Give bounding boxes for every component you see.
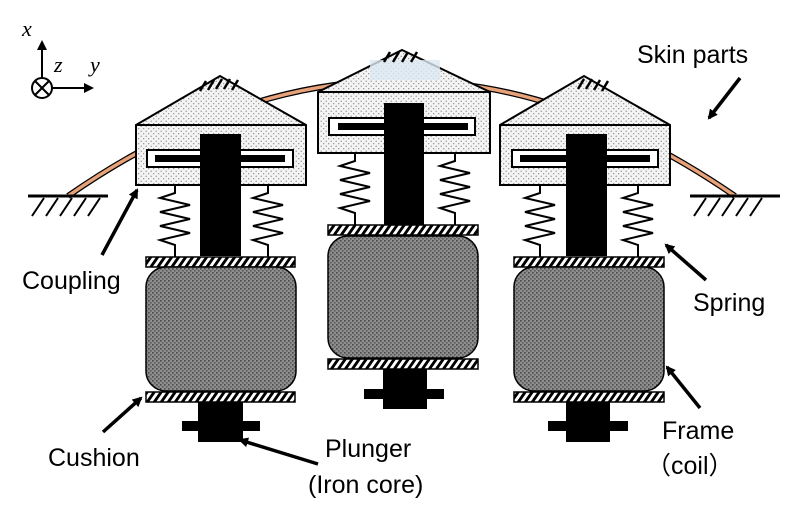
skin-parts-arrow <box>707 76 742 120</box>
skin-contact-marks-left <box>198 78 240 92</box>
frame-sub-label: （coil） <box>646 452 734 480</box>
skin-contact-marks-right <box>576 78 610 92</box>
x-axis-label: x <box>21 16 32 41</box>
frame-coil-center <box>327 235 479 359</box>
coupling-arrow <box>100 188 139 256</box>
spring-right-a <box>521 185 556 257</box>
actuator-left <box>135 74 307 442</box>
cushion-right-top <box>513 256 665 268</box>
y-axis-label: y <box>88 52 100 77</box>
skin-contact-marks-center <box>382 51 419 63</box>
leader-arrows <box>100 76 742 466</box>
spring-right-b <box>619 185 654 257</box>
skin-parts-label: Skin parts <box>637 41 748 69</box>
plunger-arrow <box>238 437 319 466</box>
spring-left-b <box>249 185 284 257</box>
frame-coil-right <box>513 266 665 392</box>
cushion-left-top <box>145 256 296 268</box>
coordinate-axes: x z y <box>21 16 100 99</box>
plunger-stopper-center <box>364 389 444 399</box>
plunger-label: Plunger <box>325 435 411 463</box>
cushion-left-bottom <box>145 391 296 403</box>
ground-left-icon <box>28 194 108 217</box>
spring-left-a <box>156 185 191 257</box>
ground-right-icon <box>690 194 780 217</box>
actuator-right <box>499 74 671 442</box>
plunger-shaft-left <box>200 134 241 256</box>
plunger-stopper-left <box>182 421 260 431</box>
coupling-label: Coupling <box>22 267 121 295</box>
plunger-shaft-right <box>566 134 607 256</box>
frame-coil-left <box>145 266 297 392</box>
cushion-center-top <box>327 224 479 236</box>
spring-arrow <box>664 243 708 282</box>
spring-label: Spring <box>693 289 765 317</box>
plunger-stopper-right <box>548 421 628 431</box>
z-axis-label: z <box>53 52 63 77</box>
frame-arrow <box>665 365 702 410</box>
cushion-arrow <box>101 396 143 434</box>
actuator-center <box>317 48 491 409</box>
spring-center-b <box>436 153 471 225</box>
frame-label: Frame <box>662 417 734 445</box>
cushion-center-bottom <box>327 358 479 370</box>
spring-center-a <box>336 153 371 225</box>
plunger-sub-label: (Iron core) <box>308 471 423 499</box>
cushion-right-bottom <box>513 391 665 403</box>
cushion-label: Cushion <box>48 444 140 472</box>
plunger-shaft-center <box>384 103 424 225</box>
